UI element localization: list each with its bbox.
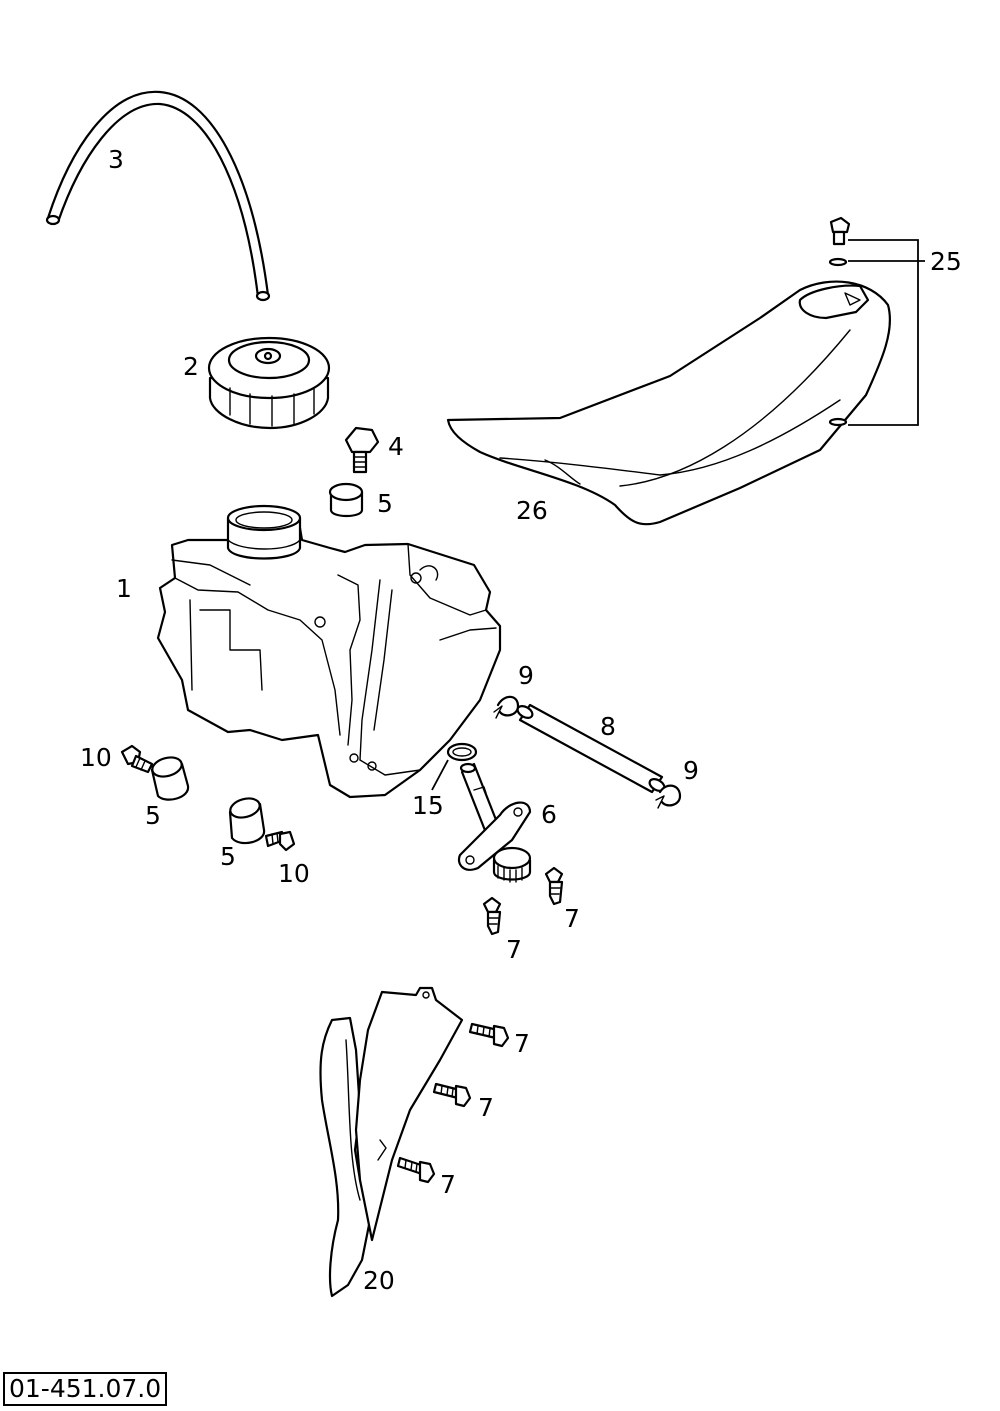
seat	[446, 280, 892, 526]
o-ring	[431, 742, 478, 791]
label-bushing-5-lower: 5	[220, 842, 236, 871]
label-screw-7-tap-right: 7	[564, 904, 580, 933]
label-fuel-line: 8	[600, 712, 616, 741]
label-fuel-tank: 1	[116, 574, 132, 603]
label-o-ring: 15	[412, 791, 444, 820]
label-seat: 26	[516, 496, 548, 525]
label-bushing-5-top: 5	[377, 489, 393, 518]
label-bolt-4: 4	[388, 432, 404, 461]
label-screw-7-spoiler-b: 7	[478, 1093, 494, 1122]
screw-7-spoiler-b	[432, 1082, 472, 1108]
label-spoiler: 20	[363, 1266, 395, 1295]
diagram-reference-number: 01-451.07.0	[3, 1372, 168, 1406]
screw-7-spoiler-a	[468, 1022, 510, 1048]
bushing-5-lower	[228, 797, 266, 845]
bolt-4	[344, 426, 380, 474]
screw-10-left	[120, 744, 154, 774]
fuel-line	[516, 703, 666, 794]
hose-clamp-9-top	[493, 695, 520, 719]
breather-hose	[45, 90, 271, 302]
fuel-tap	[457, 762, 532, 883]
tank-cap	[207, 336, 331, 430]
screw-10-lower	[264, 830, 296, 852]
label-screw-7-spoiler-c: 7	[440, 1170, 456, 1199]
screw-7-tap-left	[482, 896, 502, 936]
seat-fasteners	[828, 216, 925, 427]
label-hose-clamp-9-right: 9	[683, 756, 699, 785]
label-tank-cap: 2	[183, 352, 199, 381]
screw-7-spoiler-c	[396, 1156, 436, 1184]
fuel-tank	[156, 504, 502, 799]
label-screw-10-lower: 10	[278, 859, 310, 888]
label-screw-10-left: 10	[80, 743, 112, 772]
label-fuel-tap: 6	[541, 800, 557, 829]
bushing-5-left	[150, 756, 190, 801]
label-seat-fasteners: 25	[930, 247, 962, 276]
label-bushing-5-left: 5	[145, 801, 161, 830]
label-breather-hose: 3	[108, 145, 124, 174]
label-hose-clamp-9-top: 9	[518, 661, 534, 690]
screw-7-tap-right	[544, 866, 564, 906]
label-screw-7-spoiler-a: 7	[514, 1029, 530, 1058]
bushing-5-top	[328, 482, 364, 518]
spoiler	[319, 986, 464, 1298]
hose-clamp-9-right	[655, 784, 682, 809]
label-screw-7-tap-left: 7	[506, 935, 522, 964]
